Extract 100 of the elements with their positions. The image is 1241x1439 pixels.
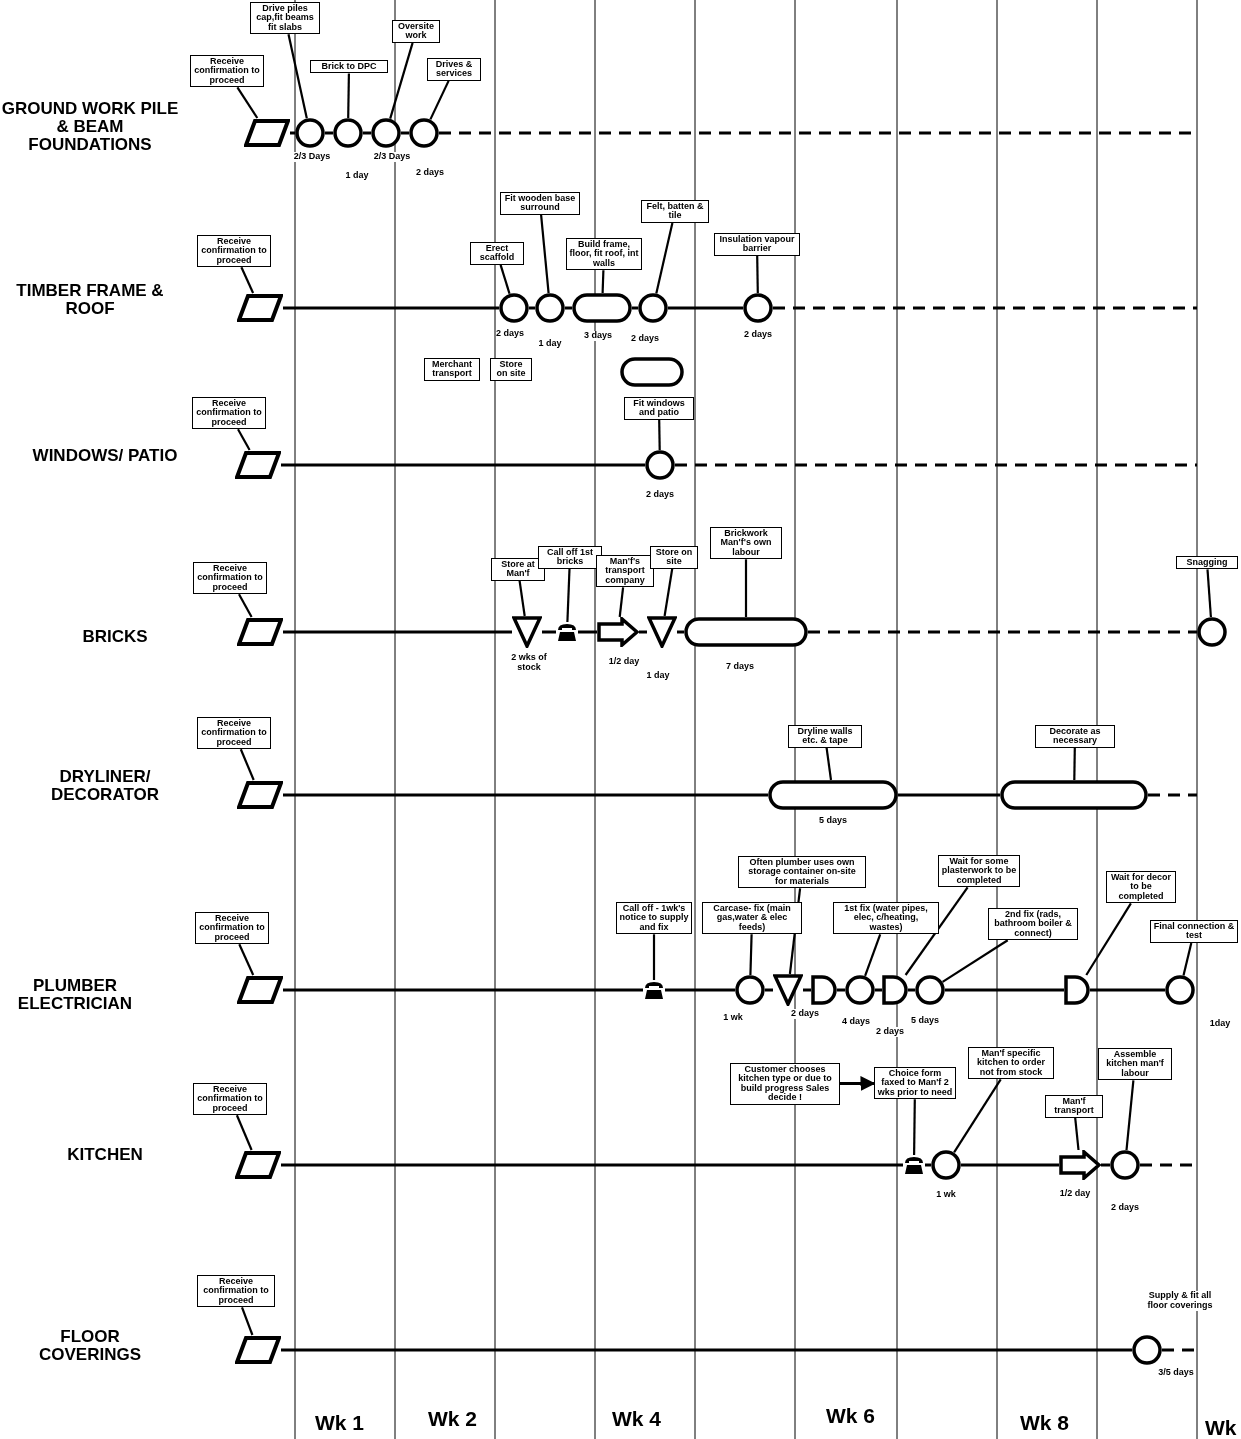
- transport-symbol: [1059, 1150, 1101, 1180]
- leader-line: [744, 559, 748, 617]
- flow-line: [1148, 793, 1197, 797]
- leader-line: [236, 86, 259, 119]
- leader-line: [658, 419, 661, 451]
- note-box: Call off - 1wk's notice to supply and fix: [616, 902, 692, 935]
- duration-label: 3 days: [584, 331, 612, 341]
- note-box: Erect scaffold: [470, 242, 524, 265]
- note-box: Fit windows and patio: [624, 397, 694, 420]
- leader-line: [749, 934, 753, 976]
- leader-line: [566, 568, 571, 623]
- duration-label: 1 day: [345, 171, 369, 181]
- duration-label: 1 wk: [936, 1190, 956, 1200]
- duration-label: 2/3 Days: [293, 152, 331, 162]
- note-box: Drives & services: [427, 58, 481, 81]
- flow-line: [925, 1163, 931, 1167]
- activity-bar: [1000, 780, 1148, 810]
- telephone-icon: [556, 622, 578, 642]
- leader-line: [864, 933, 882, 977]
- note-box: Store on site: [490, 358, 532, 381]
- flow-line: [281, 463, 645, 467]
- operation-circle: [1165, 975, 1195, 1005]
- note-box: Wait for some plasterwork to be completed: [938, 855, 1020, 888]
- activity-bar: [620, 357, 684, 387]
- flow-line: [665, 988, 735, 992]
- duration-label: 1/2 day: [1059, 1189, 1091, 1199]
- duration-label: 2 days: [791, 1009, 819, 1019]
- note-box: Merchant transport: [424, 358, 480, 381]
- operation-circle: [499, 293, 529, 323]
- leader-line: [237, 428, 251, 451]
- operation-circle: [295, 118, 325, 148]
- flow-line: [281, 1163, 903, 1167]
- activity-bar: [684, 617, 808, 647]
- note-box: Call off 1st bricks: [538, 546, 602, 569]
- storage-triangle: [773, 974, 803, 1006]
- flow-line: [639, 630, 647, 634]
- transport-symbol: [597, 617, 639, 647]
- leader-line: [518, 580, 526, 617]
- note-box: Drive piles cap,fit beams fit slabs: [250, 2, 320, 35]
- leader-line: [347, 73, 350, 118]
- note-box: Receive confirmation to proceed: [197, 717, 271, 750]
- operation-circle: [333, 118, 363, 148]
- flow-line: [961, 1163, 1059, 1167]
- leader-line: [618, 587, 625, 618]
- leader-line: [1206, 569, 1212, 618]
- storage-triangle: [512, 616, 542, 648]
- flow-line: [542, 630, 556, 634]
- note-box: Dryline walls etc. & tape: [788, 725, 862, 748]
- start-parallelogram: [237, 293, 283, 323]
- flow-line: [908, 988, 915, 992]
- operation-circle: [1110, 1150, 1140, 1180]
- lane-heading: PLUMBER ELECTRICIAN: [16, 977, 134, 1013]
- flow-line: [677, 630, 684, 634]
- flow-line: [803, 988, 811, 992]
- flow-line: [283, 793, 768, 797]
- duration-label: 5 days: [911, 1016, 939, 1026]
- note-box: Often plumber uses own storage container on-site for materials: [738, 856, 866, 889]
- delay-symbol: [811, 975, 837, 1005]
- flow-line: [837, 988, 845, 992]
- leader-line: [240, 1306, 254, 1336]
- activity-bar: [572, 293, 632, 323]
- leader-line: [655, 222, 674, 294]
- note-box: Man'f specific kitchen to order not from stock: [968, 1047, 1054, 1080]
- leader-line: [429, 80, 450, 120]
- start-parallelogram: [235, 1335, 281, 1365]
- delay-symbol: [1064, 975, 1090, 1005]
- operation-circle: [535, 293, 565, 323]
- note-box: Fit wooden base surround: [500, 192, 580, 215]
- flow-line: [898, 793, 1000, 797]
- note-box: Carcase- fix (main gas,water & elec feeds): [702, 902, 802, 935]
- start-parallelogram: [235, 1150, 281, 1180]
- leader-line: [239, 748, 255, 781]
- lane-heading: FLOOR COVERINGS: [38, 1328, 142, 1364]
- flow-line: [668, 306, 743, 310]
- start-parallelogram: [244, 118, 290, 148]
- telephone-icon: [643, 980, 665, 1000]
- note-box: Final connection & test: [1150, 920, 1238, 943]
- flow-line: [529, 306, 535, 310]
- note-box: Receive confirmation to proceed: [197, 235, 271, 268]
- leader-line: [1073, 747, 1076, 780]
- note-box: Build frame, floor, fit roof, int walls: [566, 238, 642, 271]
- note-box: Store on site: [650, 546, 698, 569]
- flow-line: [578, 630, 597, 634]
- note-box: Receive confirmation to proceed: [193, 1083, 267, 1116]
- flow-line: [401, 131, 409, 135]
- leader-line: [942, 939, 1009, 983]
- leader-line: [953, 1078, 1002, 1153]
- operation-circle: [1132, 1335, 1162, 1365]
- flow-line: [363, 131, 371, 135]
- operation-circle: [409, 118, 439, 148]
- note-box: Snagging: [1176, 556, 1238, 570]
- leader-line: [1125, 1080, 1135, 1151]
- duration-label: 1 day: [538, 339, 562, 349]
- operation-circle: [743, 293, 773, 323]
- flow-line: [632, 306, 638, 310]
- note-box: Felt, batten & tile: [641, 200, 709, 223]
- note-box: Receive confirmation to proceed: [192, 397, 266, 430]
- duration-label: 1 day: [646, 671, 670, 681]
- start-parallelogram: [237, 975, 283, 1005]
- activity-bar: [768, 780, 898, 810]
